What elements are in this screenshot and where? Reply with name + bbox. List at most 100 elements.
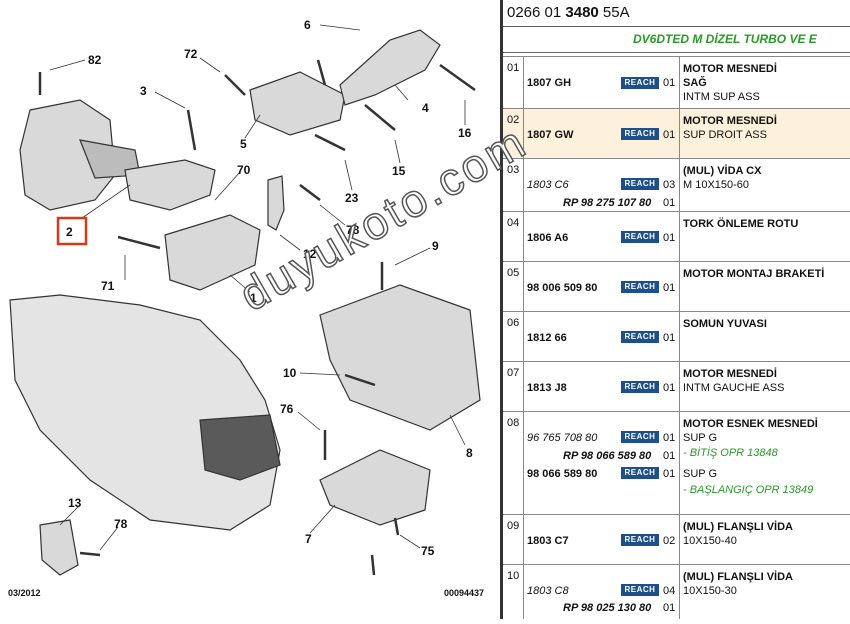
part-70-shape — [124, 159, 216, 211]
table-row-selected[interactable]: 02 1807 GW REACH 01 MOTOR MESNEDİ SUP DR… — [503, 108, 850, 158]
callout-70: 70 — [237, 163, 251, 177]
part-desc: 10X150-40 — [683, 535, 737, 547]
table-row[interactable]: 07 1813 J8 REACH 01 MOTOR MESNEDİ INTM G… — [503, 361, 850, 411]
part-2-shape — [19, 99, 116, 211]
reach-badge: REACH — [621, 584, 659, 596]
part-ref: 1813 J8 — [527, 382, 567, 394]
callout-10: 10 — [283, 366, 297, 380]
callout-3: 3 — [140, 84, 147, 98]
reach-badge: REACH — [621, 231, 659, 243]
reach-badge: REACH — [621, 467, 659, 479]
part-desc: SAĞ — [683, 77, 707, 89]
parts-illustration: 82 72 6 3 4 5 16 70 23 15 2 78 12 71 1 9… — [9, 18, 481, 576]
table-row[interactable]: 03 1803 C6 REACH 03 RP 98 275 107 80 01 … — [503, 158, 850, 211]
callout-13: 13 — [68, 496, 82, 510]
table-row[interactable]: 10 1803 C8 REACH 04 RP 98 025 130 80 01 … — [503, 564, 850, 619]
reach-badge: REACH — [621, 128, 659, 140]
part-qty: 01 — [663, 332, 676, 344]
part-ref: 98 066 589 80 — [527, 468, 598, 480]
part-1-shape — [164, 214, 261, 291]
part-desc: INTM GAUCHE ASS — [683, 382, 785, 394]
callout-12: 12 — [303, 247, 317, 261]
callout-5: 5 — [240, 137, 247, 151]
part-2-highlight-box — [56, 216, 88, 246]
part-qty: 01 — [663, 129, 676, 141]
table-row[interactable]: 04 1806 A6 REACH 01 TORK ÖNLEME ROTU — [503, 211, 850, 261]
callout-23: 23 — [345, 191, 359, 205]
callout-72: 72 — [184, 47, 198, 61]
part-ref: 1803 C6 — [527, 179, 569, 191]
part-qty: 01 — [663, 232, 676, 244]
part-note: - BAŞLANGIÇ OPR 13849 — [683, 484, 814, 496]
part-qty: 01 — [663, 432, 676, 444]
part-qty: 01 — [663, 468, 676, 480]
footer-date: 03/2012 — [8, 588, 41, 598]
part-qty: 01 — [663, 282, 676, 294]
reach-badge: REACH — [621, 281, 659, 293]
part-desc: MOTOR MESNEDİ — [683, 63, 777, 75]
part-12-shape — [267, 175, 285, 231]
part-ref: 98 006 509 80 — [527, 282, 598, 294]
table-row[interactable]: 09 1803 C7 REACH 02 (MUL) FLANŞLI VİDA 1… — [503, 514, 850, 564]
footer-code: 00094437 — [444, 588, 485, 598]
part-4-shape — [339, 29, 441, 106]
part-ref: 1807 GW — [527, 129, 574, 141]
part-desc: SOMUN YUVASI — [683, 318, 767, 330]
catalog-reference: 0266 01 3480 55A — [503, 0, 850, 27]
part-desc: 10X150-30 — [683, 585, 737, 597]
callout-82: 82 — [88, 53, 102, 67]
part-desc: M 10X150-60 — [683, 179, 750, 191]
reach-badge: REACH — [621, 381, 659, 393]
reach-badge: REACH — [621, 534, 659, 546]
part-qty: 01 — [663, 77, 676, 89]
callout-78-bottom: 78 — [114, 517, 128, 531]
part-desc: INTM SUP ASS — [683, 91, 760, 103]
part-qty: 01 — [663, 197, 676, 209]
exploded-parts-diagram: 82 72 6 3 4 5 16 70 23 15 2 78 12 71 1 9… — [8, 18, 485, 598]
part-ref: RP 98 025 130 80 — [563, 602, 652, 614]
table-row[interactable]: 05 98 006 509 80 REACH 01 MOTOR MONTAJ B… — [503, 261, 850, 311]
table-row[interactable]: 08 96 765 708 80 REACH 01 RP 98 066 589 … — [503, 411, 850, 514]
part-desc: MOTOR MESNEDİ — [683, 115, 777, 127]
part-desc: (MUL) FLANŞLI VİDA — [683, 521, 793, 533]
part-desc: SUP DROIT ASS — [683, 129, 767, 141]
part-ref: RP 98 066 589 80 — [563, 450, 652, 462]
part-ref: RP 98 275 107 80 — [563, 197, 652, 209]
engine-subheader: DV6DTED M DİZEL TURBO VE E — [503, 27, 850, 53]
part-ref: 96 765 708 80 — [527, 432, 598, 444]
part-ref: 1807 GH — [527, 77, 572, 89]
callout-15: 15 — [392, 164, 406, 178]
callout-2: 2 — [66, 225, 73, 239]
part-qty: 01 — [663, 382, 676, 394]
part-desc: SUP G — [683, 468, 718, 480]
callout-9: 9 — [432, 239, 439, 253]
table-row[interactable]: 01 1807 GH REACH 01 MOTOR MESNEDİ SAĞ IN… — [503, 56, 850, 108]
part-qty: 04 — [663, 585, 676, 597]
part-desc: MOTOR ESNEK MESNEDİ — [683, 418, 818, 430]
table-row[interactable]: 06 1812 66 REACH 01 SOMUN YUVASI — [503, 311, 850, 361]
part-qty: 03 — [663, 179, 676, 191]
part-desc: TORK ÖNLEME ROTU — [683, 218, 799, 230]
part-ref: 1812 66 — [527, 332, 567, 344]
callout-76: 76 — [280, 402, 294, 416]
part-qty: 02 — [663, 535, 676, 547]
part-qty: 01 — [663, 450, 676, 462]
part-desc: (MUL) FLANŞLI VİDA — [683, 571, 793, 583]
callout-1: 1 — [250, 291, 257, 305]
part-5-shape — [249, 71, 346, 136]
parts-table: 0266 01 3480 55A DV6DTED M DİZEL TURBO V… — [500, 0, 850, 619]
reach-badge: REACH — [621, 431, 659, 443]
part-desc: MOTOR MESNEDİ — [683, 368, 777, 380]
callout-4: 4 — [422, 101, 429, 115]
callout-78-top: 78 — [346, 223, 360, 237]
callout-7: 7 — [305, 532, 312, 546]
reach-badge: REACH — [621, 77, 659, 89]
part-desc: MOTOR MONTAJ BRAKETİ — [683, 268, 825, 280]
callout-75: 75 — [421, 544, 435, 558]
engine-shape — [9, 294, 281, 531]
reach-badge: REACH — [621, 331, 659, 343]
part-ref: 1803 C8 — [527, 585, 569, 597]
callout-6: 6 — [304, 18, 311, 32]
part-desc: (MUL) VİDA CX — [683, 165, 762, 177]
part-ref: 1803 C7 — [527, 535, 569, 547]
